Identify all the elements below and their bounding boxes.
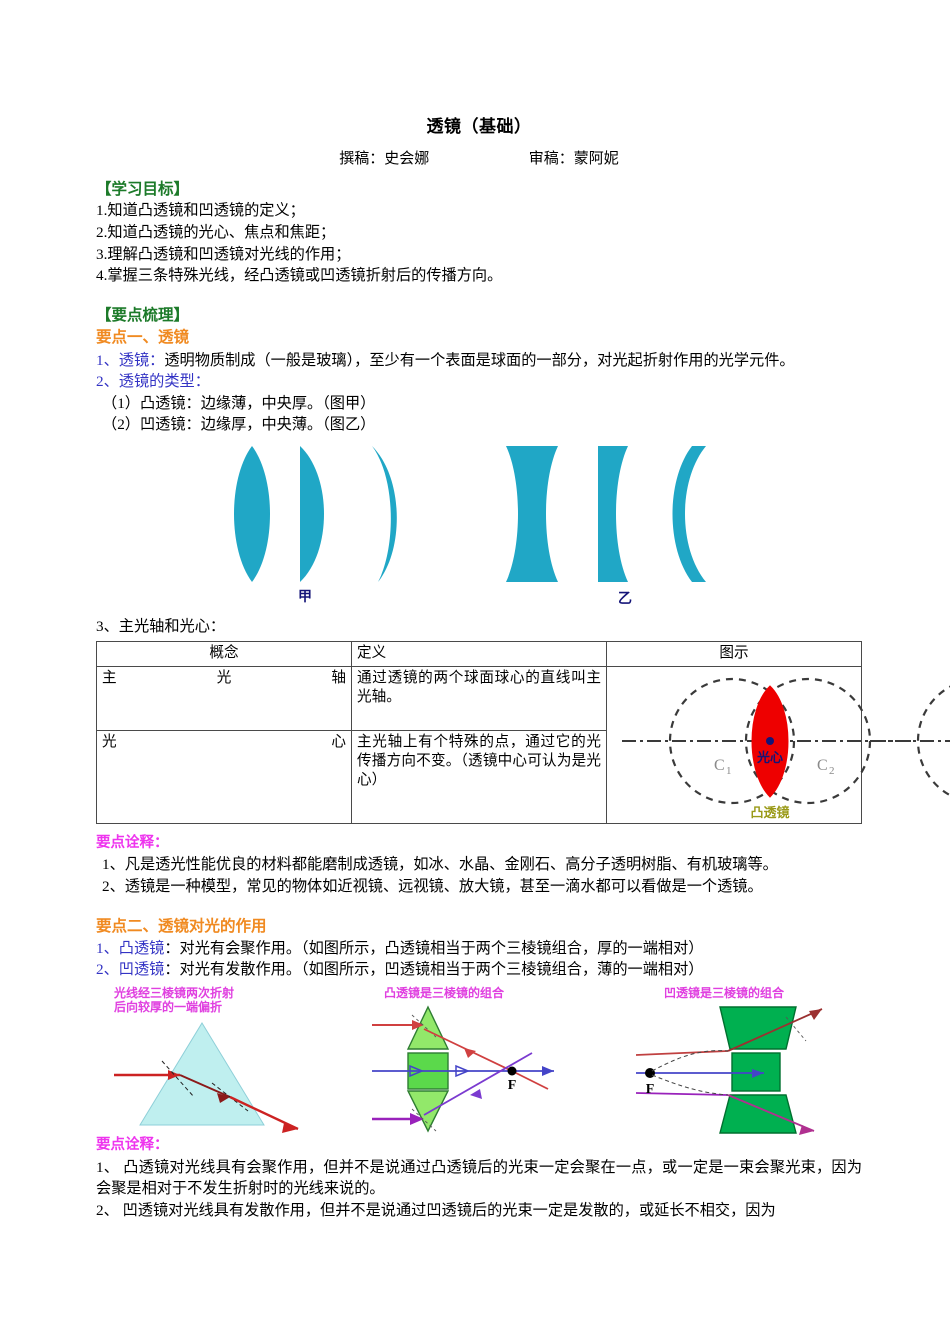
spacer [96,898,862,915]
table-header-definition: 定义 [351,641,607,667]
table-row: 主光轴 通过透镜的两个球面球心的直线叫主光轴。 光心 C 1 C [96,665,950,824]
objectives-heading: 【学习目标】 [96,180,190,198]
point-two-item-2-num: 2、 [96,961,119,979]
reviewer-label: 审稿：蒙阿妮 [528,151,619,167]
table-header-concept: 概念 [96,641,352,667]
point-two-item-1-num: 1、 [96,939,119,957]
svg-text:2: 2 [829,765,835,777]
svg-text:C: C [714,757,725,774]
figure-label-jia: 甲 [298,588,312,605]
figure-label-yi: 乙 [618,590,632,607]
explain-one-item-1: 1、凡是透光性能优良的材料都能磨制成透镜，如冰、水晶、金刚石、高分子透明树脂、有… [102,856,778,874]
point-two-item-1: 1、凸透镜：对光有会聚作用。（如图所示，凸透镜相当于两个三棱镜组合，厚的一端相对… [96,938,862,960]
point-two-item-1-label: 凸透镜 [118,939,165,957]
planoconvex-lens-icon [300,445,324,582]
explain-two-item-2: 2、 凹透镜对光线具有发散作用，但并不是说通过凹透镜后的光束一定是发散的，或延长… [96,1201,776,1219]
meniscus-convex-lens-icon [372,445,397,582]
spacer [96,824,862,833]
document-content: 透镜（基础） 撰稿：史会娜 审稿：蒙阿妮 【学习目标】 1.知道凸透镜和凹透镜的… [96,112,950,1221]
table-cell-definition-2: 主光轴上有个特殊的点，通过它的光传播方向不变。（透镜中心可认为是光心） [351,729,607,824]
point-two-item-2-label: 凹透镜 [118,961,165,979]
biconcave-lens-icon [506,445,558,582]
svg-text:凸透镜: 凸透镜 [750,805,789,821]
concept-table: 概念 定义 图示 主光轴 通过透镜的两个球面球心的直线叫主光轴。 光心 C [96,641,950,824]
table-header-figure: 图示 [606,641,862,667]
concave-prism-combo-diagram: F [636,1006,823,1135]
explain-two-heading: 要点诠释： [96,1136,169,1153]
explain-two-item-1: 1、 凸透镜对光线具有会聚作用，但并不是说通过凸透镜后的光束一定会聚在一点，或一… [96,1158,862,1198]
objective-item-4: 4.掌握三条特殊光线，经凸透镜或凹透镜折射后的传播方向。 [96,267,503,285]
point-two-heading: 要点二、透镜对光的作用 [96,916,267,935]
objective-item-1: 1.知道凸透镜和凹透镜的定义； [96,202,305,220]
point-one-item-1: 1、透镜：透明物质制成（一般是玻璃），至少有一个表面是球面的一部分，对光起折射作… [96,350,862,372]
optical-axis-figure: 光心 C 1 C 2 凸透镜 光心 C 1 [612,669,950,821]
convex-prism-combo-diagram: F [372,1005,554,1133]
point-one-heading: 要点一、透镜 [96,328,190,347]
explain-one-item-2: 2、透镜是一种模型，常见的物体如近视镜、远视镜、放大镜，甚至一滴水都可以看做是一… [102,877,763,895]
single-prism-diagram [114,1021,299,1133]
outline-heading: 【要点梳理】 [96,305,190,324]
spacer [96,287,862,304]
byline: 撰稿：史会娜 审稿：蒙阿妮 [96,147,862,168]
focus-label-concave: F [646,1082,655,1097]
point-two-item-2-text: ：对光有发散作用。（如图所示，凹透镜相当于两个三棱镜组合，薄的一端相对） [164,961,704,979]
objective-item-2: 2.知道凸透镜的光心、焦点和焦距； [96,224,336,242]
prism-note-caption: 光线经三棱镜两次折射 后向较厚的一端偏折 [114,985,235,1015]
point-two-item-1-text: ：对光有会聚作用。（如图所示，凸透镜相当于两个三棱镜组合，厚的一端相对） [164,939,704,957]
optical-center-diagram: 光心 C 1 C 2 凸透镜 光心 C 1 [622,677,950,821]
svg-text:C: C [817,757,828,774]
point-one-item-2-label: 2、透镜的类型： [96,373,210,391]
page-title: 透镜（基础） [426,117,532,136]
svg-text:光心: 光心 [756,750,783,766]
point-one-item-1-label: 1、透镜： [96,351,165,369]
point-one-item-1-text: 透明物质制成（一般是玻璃），至少有一个表面是球面的一部分，对光起折射作用的光学元… [164,351,795,369]
point-one-item-3-label: 3、主光轴和光心： [96,617,226,635]
concave-combo-caption: 凹透镜是三棱镜的组合 [664,985,785,1000]
convex-combo-caption: 凸透镜是三棱镜的组合 [384,985,505,1000]
table-header-row: 概念 定义 图示 [96,641,862,667]
table-cell-concept-1: 主光轴 [96,665,352,731]
prism-figures-row: 光线经三棱镜两次折射 后向较厚的一端偏折 凸透镜是三棱镜的组合 [96,985,862,1135]
prism-note-line1: 光线经三棱镜两次折射 [114,985,235,1000]
focus-label-convex: F [508,1078,517,1093]
table-row: 光心 主光轴上有个特殊的点，通过它的光传播方向不变。（透镜中心可认为是光心） [96,729,862,824]
table-cell-figure: 光心 C 1 C 2 凸透镜 光心 C 1 [606,665,950,824]
author-label: 撰稿：史会娜 [339,151,430,167]
lens-shapes-figure: 甲 乙 [96,444,862,616]
lens-type-convex: （1）凸透镜：边缘薄，中央厚。（图甲） [102,394,376,412]
table-cell-definition-1: 通过透镜的两个球面球心的直线叫主光轴。 [351,665,607,731]
lens-type-concave: （2）凹透镜：边缘厚，中央薄。（图乙） [102,416,376,434]
point-two-item-2: 2、凹透镜：对光有发散作用。（如图所示，凹透镜相当于两个三棱镜组合，薄的一端相对… [96,959,862,981]
planoconcave-lens-icon [598,445,628,582]
explain-one-heading: 要点诠释： [96,834,169,851]
biconvex-lens-icon [234,445,270,582]
table-cell-concept-2: 光心 [96,729,352,824]
meniscus-concave-lens-icon [672,445,706,582]
objective-item-3: 3.理解凸透镜和凹透镜对光线的作用； [96,245,351,263]
svg-text:1: 1 [726,765,732,777]
prism-note-line2: 后向较厚的一端偏折 [114,999,223,1014]
